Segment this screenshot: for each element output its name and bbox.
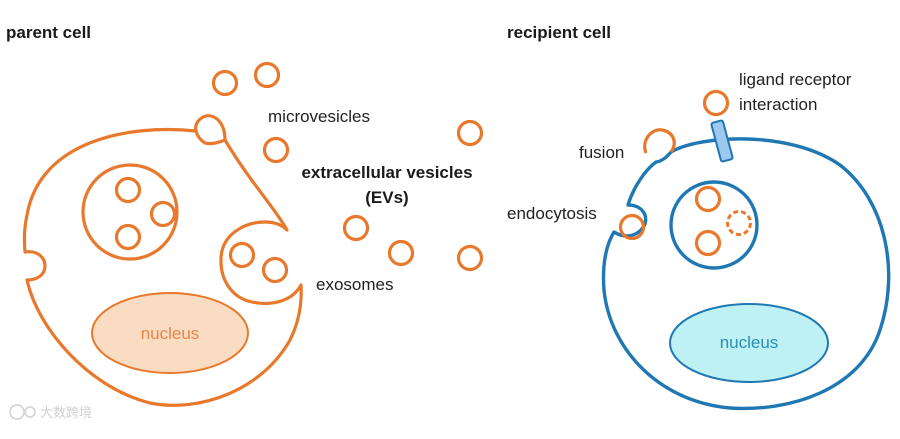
parent-cell-heading: parent cell [6, 23, 91, 42]
endosome [669, 180, 759, 270]
degrading-vesicle [726, 210, 752, 236]
parent-nucleus [91, 292, 249, 374]
exosome [456, 244, 484, 272]
ligand-receptor-label-line1: ligand receptor [739, 70, 852, 89]
ligand-receptor-label-line2: interaction [739, 95, 817, 114]
recipient-nucleus [669, 303, 829, 383]
intraluminal-vesicle [114, 223, 142, 251]
watermark-logo-icon [9, 404, 25, 420]
exosome-vesicle [228, 241, 256, 269]
ligand-vesicle [702, 89, 730, 117]
intraluminal-vesicle [149, 200, 177, 228]
fusion-vesicle [643, 128, 676, 154]
exosome [387, 239, 415, 267]
multivesicular-body [81, 163, 179, 261]
watermark-logo-icon [24, 406, 36, 418]
evs-label-line1: extracellular vesicles [301, 163, 472, 182]
endocytosis-vesicle [618, 213, 646, 241]
microvesicles-label: microvesicles [268, 107, 370, 126]
watermark: 大数跨境 [9, 404, 92, 420]
watermark-text: 大数跨境 [40, 405, 92, 420]
budding-microvesicle [194, 114, 227, 141]
endosome-vesicle [694, 185, 722, 213]
fusion-label: fusion [579, 143, 624, 162]
receptor [710, 119, 734, 163]
evs-label-line2: (EVs) [365, 188, 408, 207]
extracellular-vesicle [456, 119, 484, 147]
parent-cell-membrane [22, 127, 303, 407]
exosome [342, 214, 370, 242]
exosomes-label: exosomes [316, 275, 393, 294]
endocytosis-label: endocytosis [507, 204, 597, 223]
recipient-cell-membrane [601, 137, 891, 411]
parent-nucleus-label: nucleus [141, 324, 200, 343]
exosome-vesicle [261, 256, 289, 284]
recipient-cell-heading: recipient cell [507, 23, 611, 42]
free-vesicles [211, 61, 484, 272]
microvesicle [253, 61, 281, 89]
endosome-vesicle [694, 229, 722, 257]
parent-cell: nucleus [22, 114, 303, 407]
intraluminal-vesicle [114, 176, 142, 204]
recipient-cell: nucleus [601, 89, 891, 411]
microvesicle [211, 69, 239, 97]
microvesicle [262, 136, 290, 164]
recipient-nucleus-label: nucleus [720, 333, 779, 352]
